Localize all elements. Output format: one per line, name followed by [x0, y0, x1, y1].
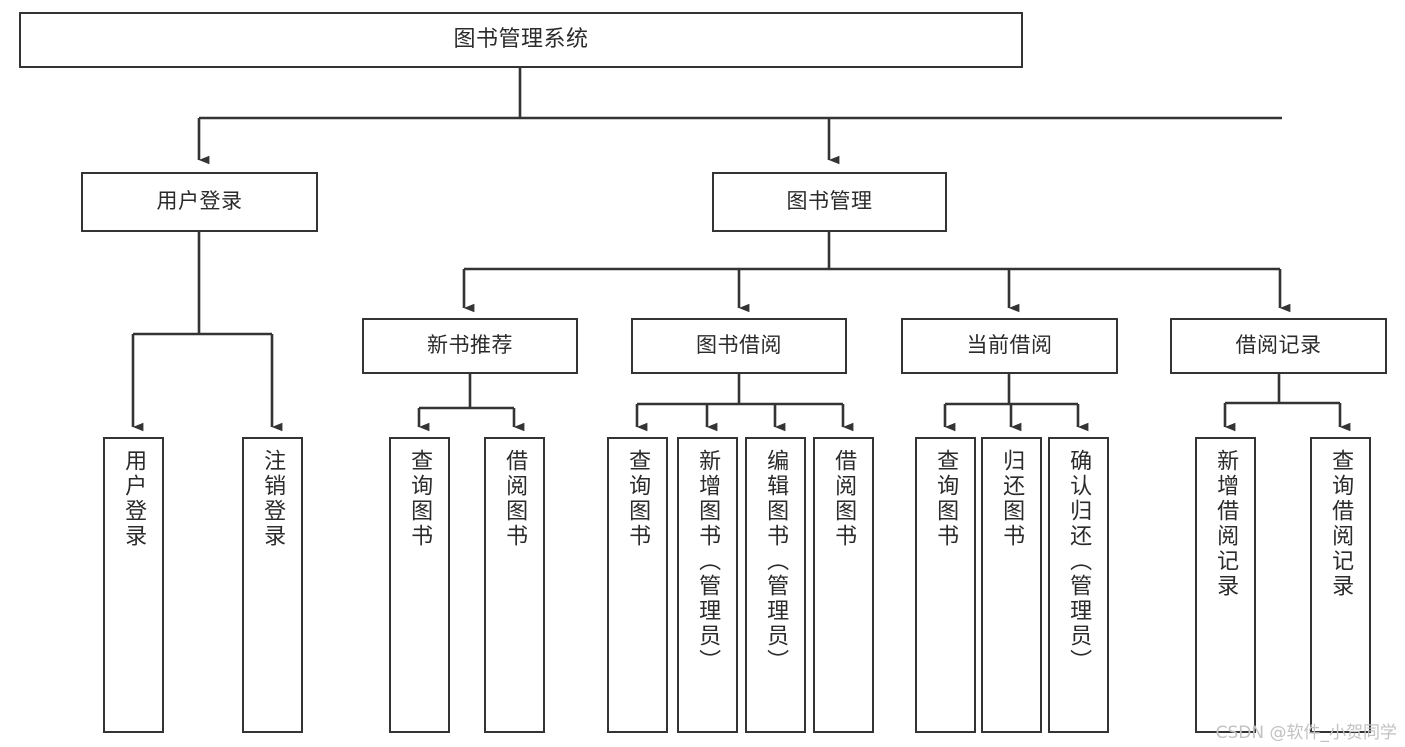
node-label: 新书推荐: [427, 333, 513, 358]
leaf-record-add-record[interactable]: 新增借阅记录: [1195, 437, 1256, 733]
leaf-borrow-add-book-admin[interactable]: 新增图书（管理员）: [677, 437, 738, 733]
node-label: 编辑图书（管理员）: [763, 449, 789, 674]
node-label: 注销登录: [260, 449, 286, 549]
node-label: 图书管理系统: [453, 26, 589, 52]
node-label: 新增借阅记录: [1213, 449, 1239, 599]
node-book-management[interactable]: 图书管理: [712, 172, 947, 232]
leaf-newbook-borrow-book[interactable]: 借阅图书: [484, 437, 545, 733]
node-user-login[interactable]: 用户登录: [81, 172, 318, 232]
node-label: 当前借阅: [966, 333, 1053, 358]
node-label: 确认归还（管理员）: [1066, 449, 1092, 674]
leaf-record-query-record[interactable]: 查询借阅记录: [1310, 437, 1371, 733]
leaf-current-query-book[interactable]: 查询图书: [915, 437, 976, 733]
leaf-current-confirm-return-admin[interactable]: 确认归还（管理员）: [1048, 437, 1109, 733]
node-label: 图书借阅: [696, 333, 782, 358]
node-label: 借阅记录: [1235, 333, 1322, 358]
node-label: 归还图书: [999, 449, 1025, 549]
leaf-borrow-borrow-book[interactable]: 借阅图书: [813, 437, 874, 733]
node-current-borrow[interactable]: 当前借阅: [901, 318, 1118, 374]
node-label: 用户登录: [121, 449, 147, 549]
node-label: 用户登录: [156, 189, 243, 214]
node-label: 查询借阅记录: [1328, 449, 1354, 599]
leaf-user-login[interactable]: 用户登录: [103, 437, 164, 733]
node-label: 新增图书（管理员）: [695, 449, 721, 674]
node-label: 图书管理: [786, 189, 873, 214]
csdn-watermark: CSDN @软件_小贺同学: [1215, 723, 1397, 743]
node-root-system[interactable]: 图书管理系统: [19, 12, 1023, 68]
leaf-logout[interactable]: 注销登录: [242, 437, 303, 733]
leaf-newbook-query-book[interactable]: 查询图书: [389, 437, 450, 733]
leaf-current-return-book[interactable]: 归还图书: [981, 437, 1042, 733]
node-new-book-recommend[interactable]: 新书推荐: [362, 318, 578, 374]
node-borrow-record[interactable]: 借阅记录: [1170, 318, 1387, 374]
node-label: 借阅图书: [502, 449, 528, 549]
node-label: 查询图书: [933, 449, 959, 549]
node-book-borrow[interactable]: 图书借阅: [631, 318, 847, 374]
node-label: 查询图书: [407, 449, 433, 549]
leaf-borrow-edit-book-admin[interactable]: 编辑图书（管理员）: [745, 437, 806, 733]
node-label: 借阅图书: [831, 449, 857, 549]
leaf-borrow-query-book[interactable]: 查询图书: [607, 437, 668, 733]
node-label: 查询图书: [625, 449, 651, 549]
